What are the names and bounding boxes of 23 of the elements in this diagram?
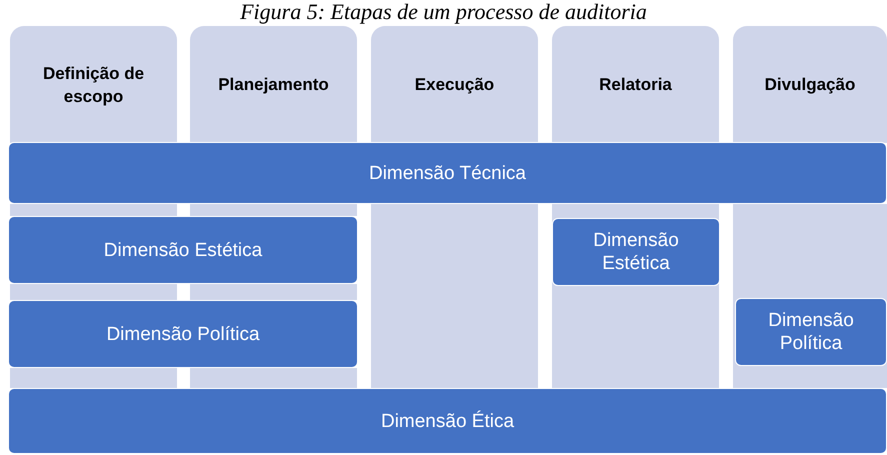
dimension-bar (8, 388, 887, 454)
stage-heading: Planejamento (217, 74, 330, 96)
stage-heading: Divulgação (764, 74, 856, 96)
figure-title: Figura 5: Etapas de um processo de auditoria (239, 0, 648, 24)
stage-header (190, 26, 357, 143)
stage-heading: Execução (414, 74, 496, 96)
stage-header (10, 26, 177, 143)
dimension-label: Dimensão Estética (592, 229, 680, 275)
stage-heading: Definição de escopo (42, 62, 146, 108)
dimension-bar (8, 216, 358, 284)
dimension-label: Dimensão Técnica (368, 162, 527, 184)
dimension-label: Dimensão Política (105, 322, 261, 346)
dimension-bar (8, 300, 358, 368)
dimension-label: Dimensão Política (767, 309, 855, 355)
stage-heading: Relatoria (598, 74, 673, 96)
dimension-bar (735, 298, 887, 366)
stage-header (371, 26, 538, 143)
dimension-bar (552, 218, 720, 286)
dimension-label: Dimensão Ética (380, 410, 516, 432)
stage-header (733, 26, 887, 143)
dimension-label: Dimensão Estética (102, 238, 264, 262)
stage-header (552, 26, 719, 143)
dimension-bar (8, 142, 887, 204)
